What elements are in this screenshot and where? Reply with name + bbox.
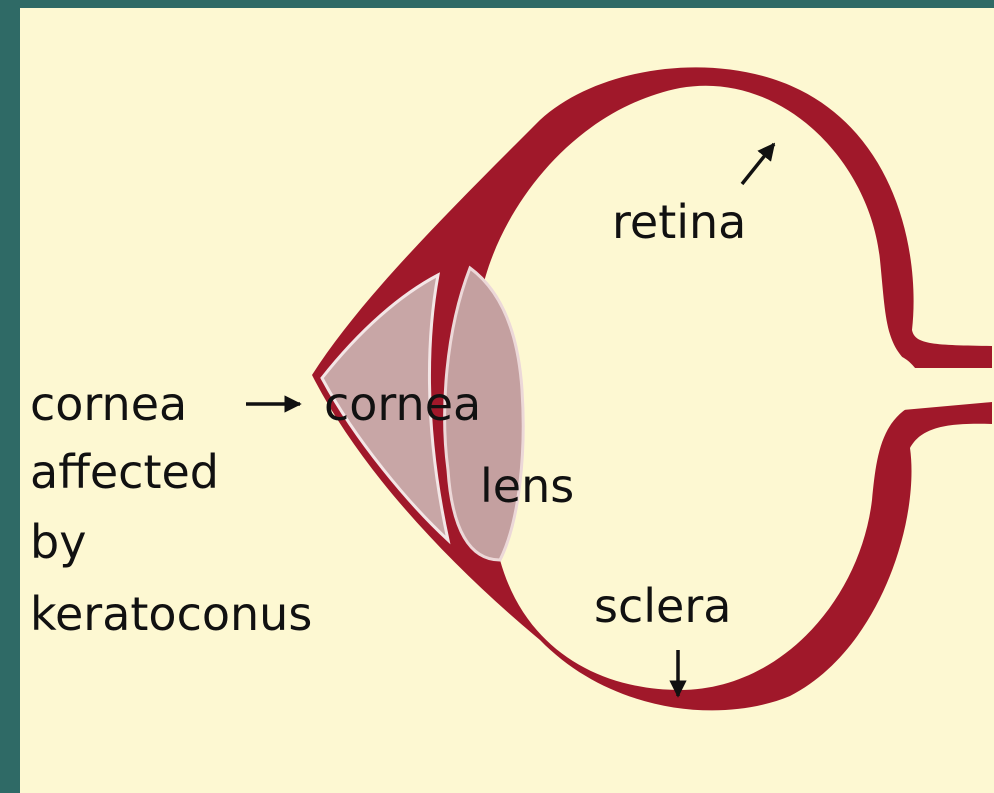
affected-label-line-1: cornea: [30, 377, 187, 431]
sclera-label: sclera: [594, 579, 731, 633]
affected-label-line-3: by: [30, 515, 86, 569]
affected-label-line-2: affected: [30, 445, 219, 499]
cornea-inner-label: cornea: [324, 377, 481, 431]
retina-label: retina: [612, 195, 746, 249]
affected-label-line-4: keratoconus: [30, 587, 312, 641]
lens-label: lens: [480, 459, 574, 513]
